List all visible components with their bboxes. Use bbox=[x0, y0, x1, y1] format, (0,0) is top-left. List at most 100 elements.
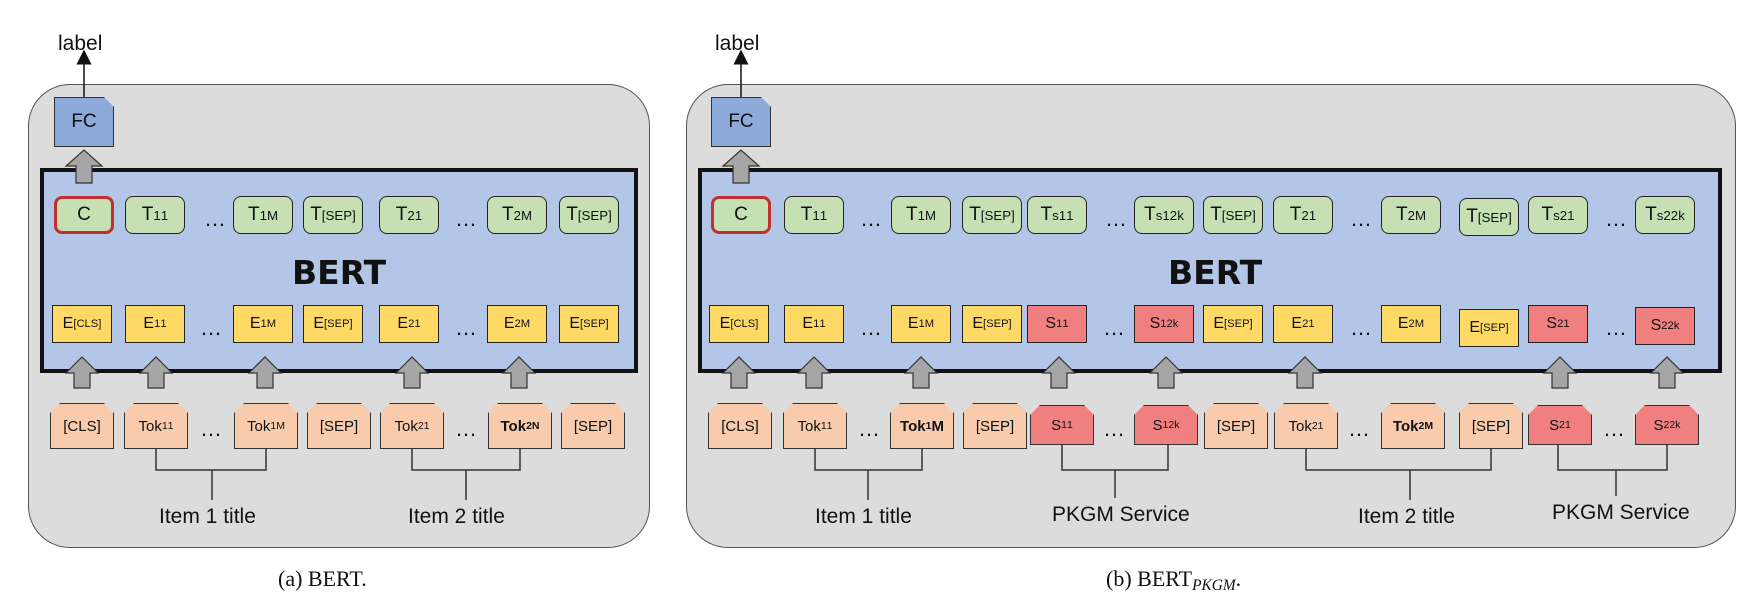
up-arrow-icon bbox=[1649, 356, 1685, 389]
up-arrow-icon bbox=[903, 356, 939, 389]
panel-b-caption: (b) BERTPKGM. bbox=[1106, 566, 1242, 594]
panel-a-input-sep: [SEP] bbox=[561, 403, 625, 449]
panel-b-output-label: label bbox=[715, 32, 760, 55]
panel-b-dots: … bbox=[1350, 206, 1372, 231]
up-arrow-icon bbox=[247, 356, 283, 389]
up-arrow-icon bbox=[64, 356, 100, 389]
up-arrow-icon bbox=[138, 356, 174, 389]
panel-a-fc-layer: FC bbox=[54, 97, 114, 147]
up-arrow-icon bbox=[1287, 356, 1323, 389]
panel-a-input-sep: [SEP] bbox=[307, 403, 371, 449]
panel-b-dots: … bbox=[858, 416, 880, 441]
panel-a-input-cls: [CLS] bbox=[50, 403, 114, 449]
panel-b-c-output: C bbox=[711, 196, 771, 234]
panel-b-input-cls: [CLS] bbox=[708, 403, 772, 449]
panel-b-dots: … bbox=[1605, 206, 1627, 231]
panel-b-input-sep: [SEP] bbox=[963, 403, 1027, 449]
panel-b-e-sep: E[SEP] bbox=[1203, 305, 1263, 343]
panel-b-e-sep: E[SEP] bbox=[962, 305, 1022, 343]
panel-b-t-sep: T[SEP] bbox=[962, 196, 1022, 234]
panel-b-dots: … bbox=[1605, 315, 1627, 340]
panel-a-e-sep: E[SEP] bbox=[559, 305, 619, 343]
panel-a-input-arrows bbox=[64, 356, 537, 389]
panel-a-item2-bracket bbox=[411, 449, 521, 500]
panel-b-pkgm-service-2: PKGM Service bbox=[1552, 501, 1690, 524]
panel-b-pkgm-service-1: PKGM Service bbox=[1052, 503, 1190, 526]
panel-a-dots: … bbox=[455, 206, 477, 231]
panel-b-pkgm2-bracket bbox=[1557, 445, 1668, 496]
panel-a-c-output: C bbox=[54, 196, 114, 234]
panel-b-pkgm1-bracket bbox=[1061, 445, 1169, 498]
panel-b-input-sep: [SEP] bbox=[1459, 403, 1523, 449]
panel-b-dots: … bbox=[1350, 315, 1372, 340]
panel-b-input-sep: [SEP] bbox=[1204, 403, 1268, 449]
up-arrow-icon bbox=[721, 149, 761, 184]
panel-b-dots: … bbox=[1105, 206, 1127, 231]
panel-a-dots: … bbox=[200, 416, 222, 441]
panel-a-bert-title: BERT bbox=[292, 253, 387, 292]
panel-a-output-label: label bbox=[58, 32, 103, 55]
up-arrow-icon bbox=[64, 149, 104, 184]
up-arrow-icon bbox=[721, 356, 757, 389]
panel-b-fc-layer: FC bbox=[711, 97, 771, 147]
panel-b-item2-bracket bbox=[1305, 449, 1492, 500]
panel-b-t-sep: T[SEP] bbox=[1459, 198, 1519, 236]
up-arrow-icon bbox=[796, 356, 832, 389]
panel-b-dots: … bbox=[860, 206, 882, 231]
panel-a-e-cls: E[CLS] bbox=[52, 305, 112, 343]
panel-a-dots: … bbox=[455, 416, 477, 441]
panel-a-item1-bracket bbox=[155, 449, 267, 500]
panel-a-dots: … bbox=[200, 315, 222, 340]
panel-a-dots: … bbox=[204, 206, 226, 231]
panel-b-item2-title: Item 2 title bbox=[1358, 505, 1455, 528]
panel-b-dots: … bbox=[1348, 416, 1370, 441]
up-arrow-icon bbox=[394, 356, 430, 389]
panel-b-input-arrows bbox=[721, 356, 1685, 389]
up-arrow-icon bbox=[1542, 356, 1578, 389]
panel-b-e-sep: E[SEP] bbox=[1459, 309, 1519, 347]
panel-a-dots: … bbox=[455, 315, 477, 340]
panel-b-dots: … bbox=[1103, 315, 1125, 340]
panel-b-item1-bracket bbox=[814, 449, 923, 500]
panel-b-t-sep: T[SEP] bbox=[1203, 196, 1263, 234]
panel-a-e-sep: E[SEP] bbox=[303, 305, 363, 343]
panel-b-dots: … bbox=[1103, 416, 1125, 441]
panel-b-dots: … bbox=[860, 315, 882, 340]
up-arrow-icon bbox=[1148, 356, 1184, 389]
panel-a-item2-title: Item 2 title bbox=[408, 505, 505, 528]
panel-b-bert-title: BERT bbox=[1168, 253, 1263, 292]
panel-b-item1-title: Item 1 title bbox=[815, 505, 912, 528]
